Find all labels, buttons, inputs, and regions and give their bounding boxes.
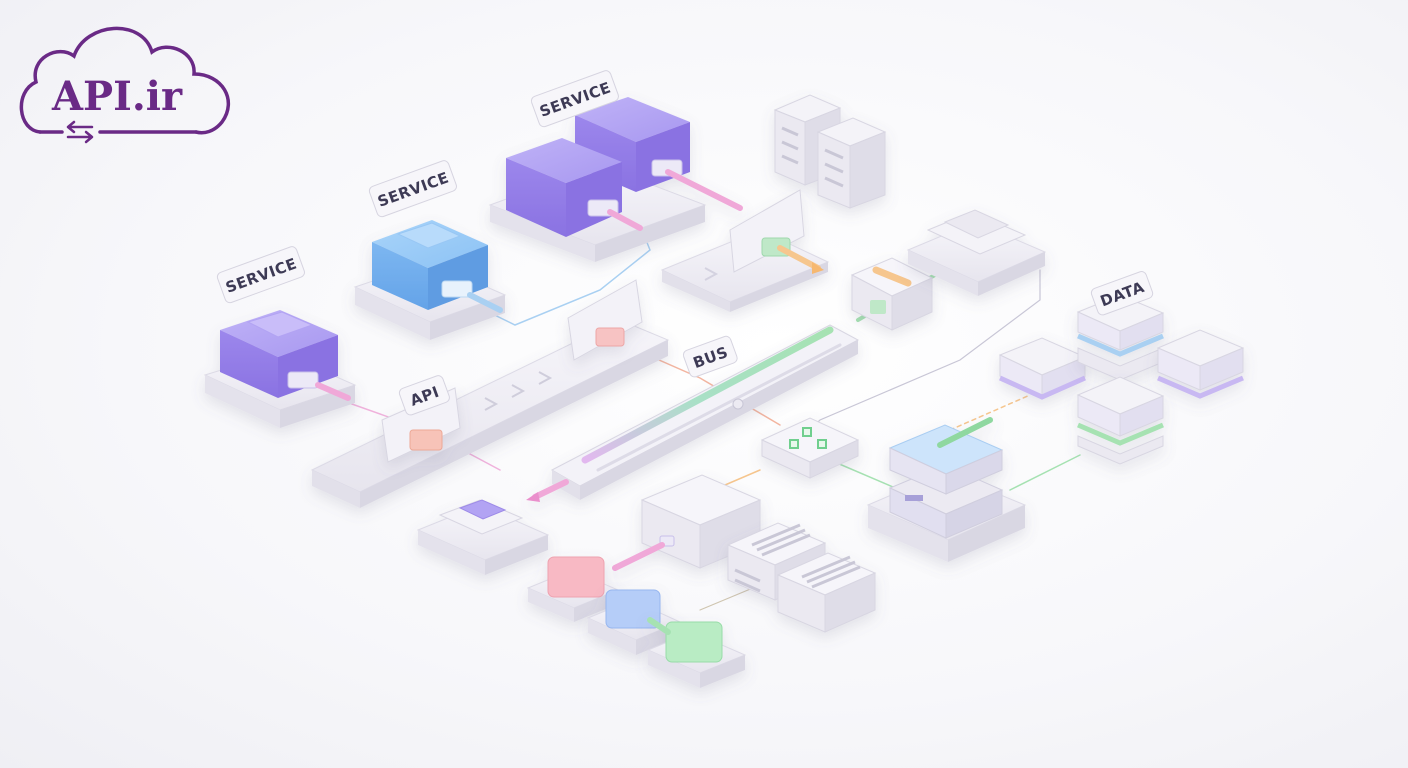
gateway-conveyor[interactable] xyxy=(660,189,830,312)
swap-arrows-icon xyxy=(66,120,94,144)
brand-name: API.ir xyxy=(51,73,183,120)
storage-stack-icon[interactable] xyxy=(866,417,1027,562)
label-bus: BUS xyxy=(682,335,738,378)
service-node-top[interactable] xyxy=(488,97,743,262)
service-node-blue[interactable] xyxy=(353,220,507,340)
link-store-cache xyxy=(949,394,1031,431)
gateway-panel[interactable] xyxy=(567,279,643,361)
service-node-left[interactable] xyxy=(203,310,357,428)
label-service-1: SERVICE xyxy=(216,246,305,304)
network-hub-icon[interactable] xyxy=(760,417,860,479)
server-box[interactable] xyxy=(612,474,762,571)
tile-green[interactable] xyxy=(646,617,747,688)
tile-blue[interactable] xyxy=(586,589,682,655)
client-node[interactable] xyxy=(416,499,550,575)
message-bus[interactable] xyxy=(526,324,860,502)
cache-module-1[interactable] xyxy=(998,337,1087,400)
document-lines-icon xyxy=(726,522,877,633)
tile-pink[interactable] xyxy=(526,556,620,622)
connector-box[interactable] xyxy=(850,257,934,331)
link-hub-store xyxy=(829,459,901,491)
cache-module-3[interactable] xyxy=(1156,329,1245,399)
data-tray-top[interactable] xyxy=(906,209,1047,296)
link-store-green xyxy=(1009,454,1081,491)
cache-module-4[interactable] xyxy=(1076,376,1165,465)
brand-logo[interactable]: API.ir xyxy=(19,26,231,144)
server-rack-icon xyxy=(773,94,887,209)
label-api: API xyxy=(398,375,450,416)
label-service-2: SERVICE xyxy=(368,160,457,218)
